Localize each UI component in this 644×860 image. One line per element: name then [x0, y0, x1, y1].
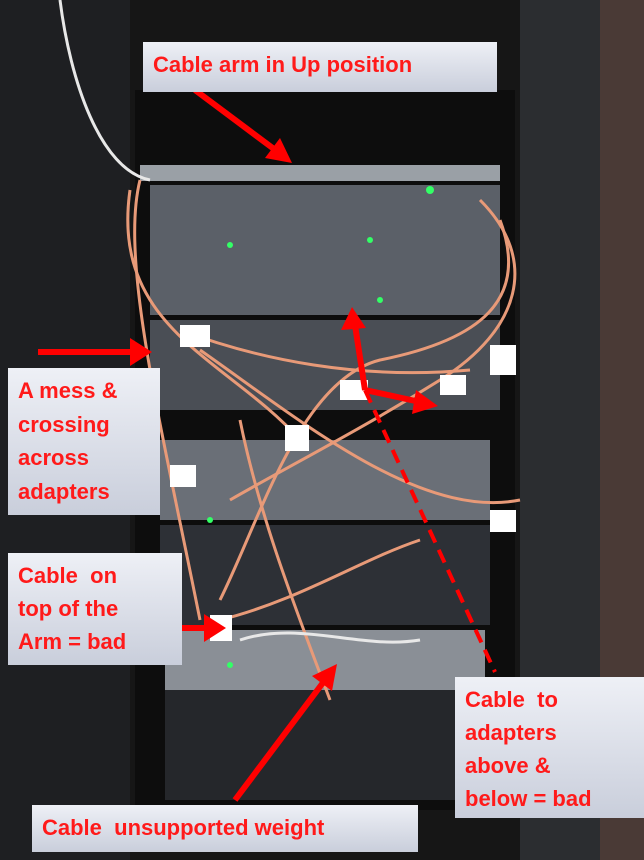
arrow-up-adapter: [352, 324, 368, 391]
server-4: [160, 525, 490, 625]
annotation-line: adapters: [465, 720, 557, 745]
annotation-line: top of the: [18, 596, 119, 621]
server-6: [165, 690, 495, 800]
cable-arm: [140, 165, 500, 181]
server-1: [150, 185, 500, 315]
annotation-line: below = bad: [465, 786, 592, 811]
annotation-text: Cable arm in Up position: [153, 52, 413, 77]
annotation-on-top: Cable on top of the Arm = bad: [8, 553, 182, 665]
annotation-text: Cable unsupported weight: [42, 815, 325, 840]
dashed-line: [363, 389, 497, 673]
annotation-line: above &: [465, 753, 551, 778]
annotation-line: across: [18, 445, 89, 470]
arrow-unsupported: [232, 678, 328, 802]
annotation-mess: A mess & crossing across adapters: [8, 368, 160, 515]
annotation-line: crossing: [18, 411, 110, 437]
annotation-line: A mess &: [18, 378, 118, 403]
annotation-arm-up: Cable arm in Up position: [143, 42, 497, 92]
server-3: [160, 440, 490, 520]
annotation-line: Cable on: [18, 563, 118, 588]
arrow-right-adapter: [364, 387, 421, 405]
annotation-line: Cable to: [465, 687, 558, 712]
arrow-arm: [193, 87, 280, 155]
status-leds: [207, 186, 434, 668]
annotation-line: adapters: [18, 478, 110, 504]
annotation-above-below: Cable to adapters above & below = bad: [455, 677, 644, 818]
white-cables: [58, 0, 421, 644]
annotation-arrows: [38, 87, 497, 802]
annotation-line: Arm = bad: [18, 629, 127, 654]
annotation-unsupported: Cable unsupported weight: [32, 805, 418, 852]
